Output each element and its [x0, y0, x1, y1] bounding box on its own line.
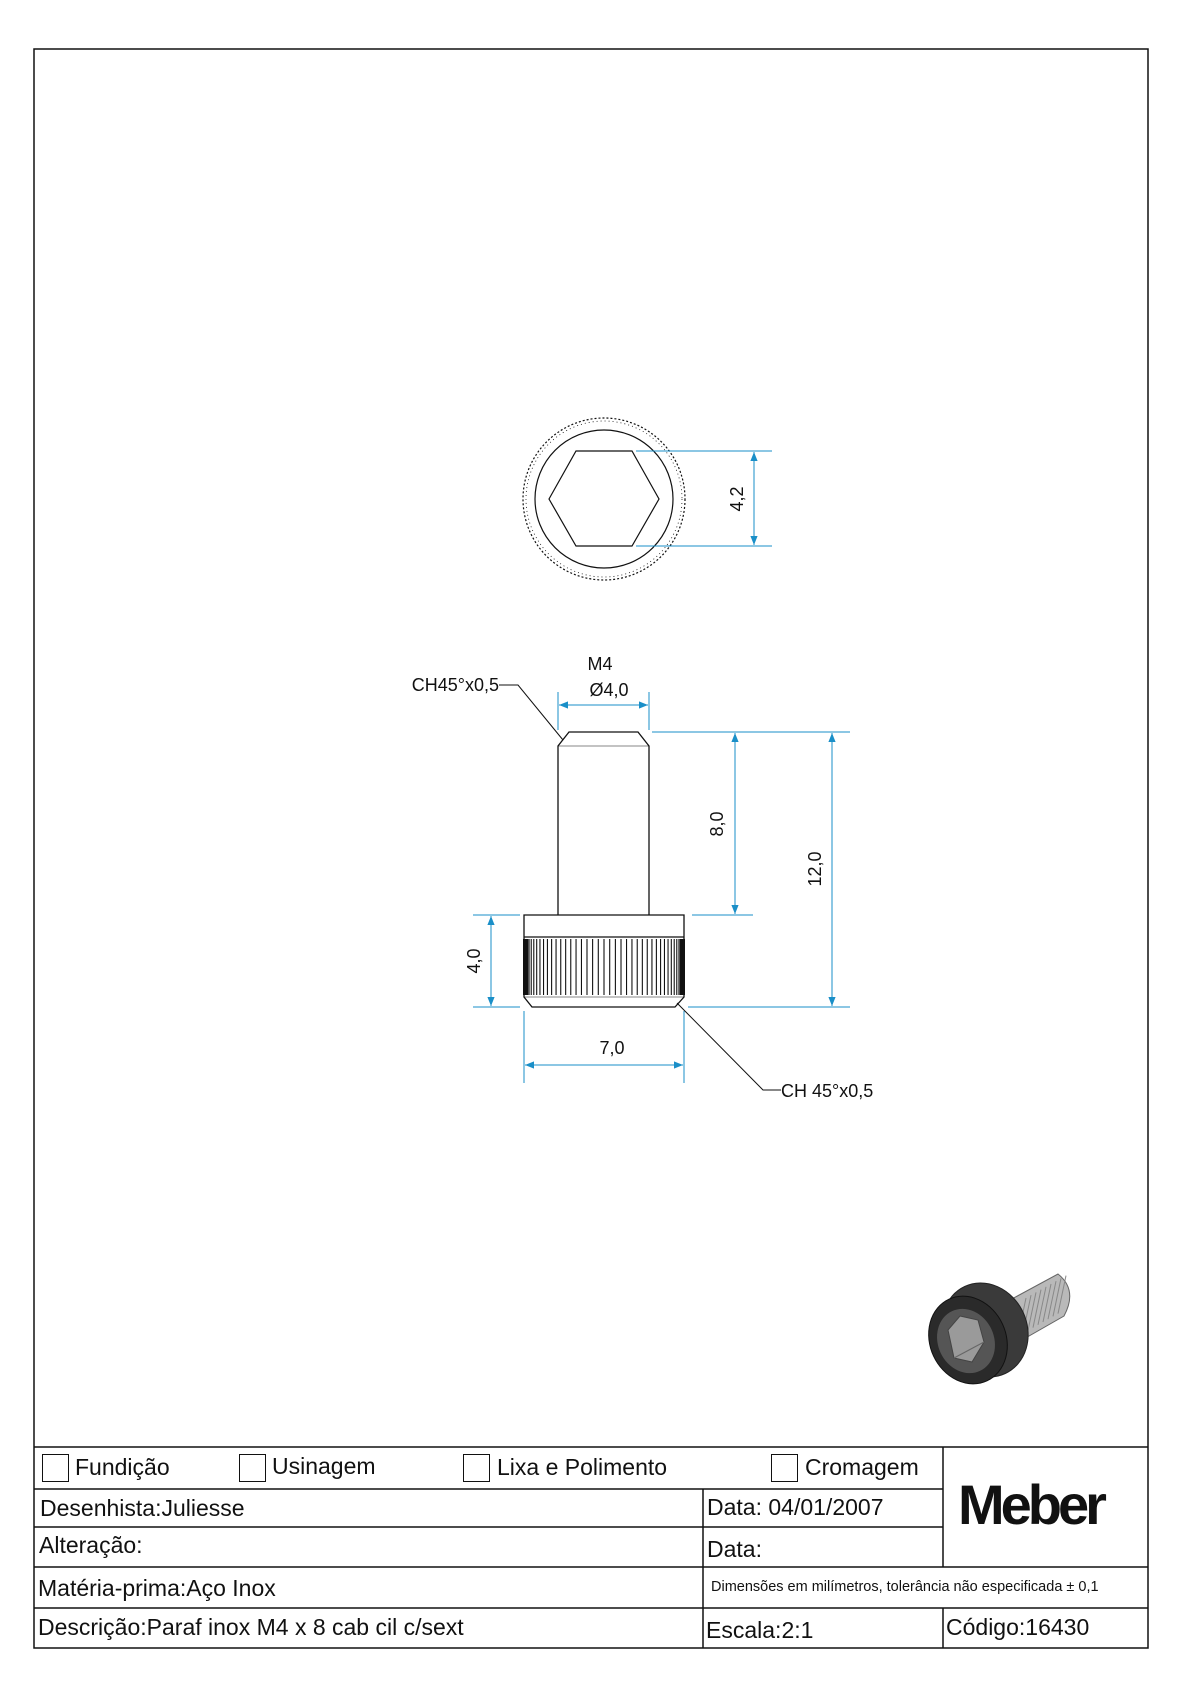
checkbox-usinagem[interactable]	[239, 1454, 266, 1482]
date-field: Data: 04/01/2007	[707, 1494, 884, 1521]
process-cromagem: Cromagem	[805, 1454, 919, 1480]
process-usinagem: Usinagem	[272, 1453, 376, 1479]
hex-dim-label: 4,2	[727, 486, 747, 511]
process-lixa-polimento: Lixa e Polimento	[497, 1454, 668, 1480]
process-fundicao: Fundição	[75, 1454, 170, 1480]
scale-label: Escala:	[706, 1617, 782, 1643]
head	[523, 914, 685, 937]
drawing-frame	[33, 48, 1149, 1649]
description-field: Descrição:Paraf inox M4 x 8 cab cil c/se…	[38, 1614, 464, 1641]
bolt-3d-render	[928, 1273, 1071, 1385]
head-outer-knurl	[522, 417, 686, 581]
designer-value: Juliesse	[161, 1495, 245, 1521]
material-value: Aço Inox	[186, 1575, 276, 1601]
thread-line	[1057, 1275, 1067, 1314]
checkbox-fundicao[interactable]	[42, 1454, 69, 1482]
head-diameter-dim-label: 7,0	[599, 1038, 624, 1058]
head-inner-circle	[534, 429, 674, 569]
description-value: Paraf inox M4 x 8 cab cil c/sext	[146, 1614, 464, 1640]
bottom-chamfer-label: CH 45°x0,5	[781, 1081, 873, 1101]
top-view	[522, 417, 686, 581]
date-label: Data:	[707, 1494, 762, 1520]
shank-length-dim-label: 8,0	[707, 811, 727, 836]
checkbox-lixa-polimento[interactable]	[463, 1454, 490, 1482]
designer-field: Desenhista:Juliesse	[40, 1495, 245, 1522]
company-logo: Meber	[958, 1473, 1107, 1536]
thread-line	[1037, 1286, 1047, 1325]
date-value: 04/01/2007	[768, 1494, 884, 1520]
top-chamfer-label: CH45°x0,5	[412, 675, 499, 695]
tolerance-note: Dimensões em milímetros, tolerância não …	[711, 1579, 1099, 1595]
thread-line	[1032, 1289, 1042, 1328]
designer-label: Desenhista:	[40, 1495, 162, 1521]
thread-line	[1052, 1278, 1062, 1317]
revision-label: Alteração:	[39, 1532, 143, 1558]
hex-dimension	[636, 450, 772, 547]
side-view	[523, 731, 685, 1008]
thread-line	[1027, 1292, 1037, 1331]
diameter-dim-label: Ø4,0	[589, 680, 628, 700]
checkbox-cromagem[interactable]	[771, 1454, 798, 1482]
description-label: Descrição:	[38, 1614, 147, 1640]
shank	[557, 731, 650, 915]
material-label: Matéria-prima:	[38, 1575, 187, 1601]
dimensions	[473, 692, 850, 1083]
revision-date-label: Data:	[707, 1536, 762, 1562]
head-height-dim-label: 4,0	[464, 948, 484, 973]
thread-label: M4	[587, 654, 612, 674]
total-length-dim-label: 12,0	[805, 851, 825, 886]
chamfer-leaders	[499, 684, 781, 1091]
thread-line	[1042, 1283, 1052, 1323]
hex-socket	[548, 450, 660, 547]
code-value: 16430	[1025, 1614, 1090, 1640]
head-knurl	[523, 939, 685, 995]
material-field: Matéria-prima:Aço Inox	[38, 1575, 276, 1602]
scale-field: Escala:2:1	[706, 1617, 813, 1644]
code-field: Código:16430	[946, 1614, 1089, 1641]
scale-value: 2:1	[781, 1617, 814, 1643]
thread-line	[1047, 1281, 1057, 1320]
code-label: Código:	[946, 1614, 1026, 1640]
